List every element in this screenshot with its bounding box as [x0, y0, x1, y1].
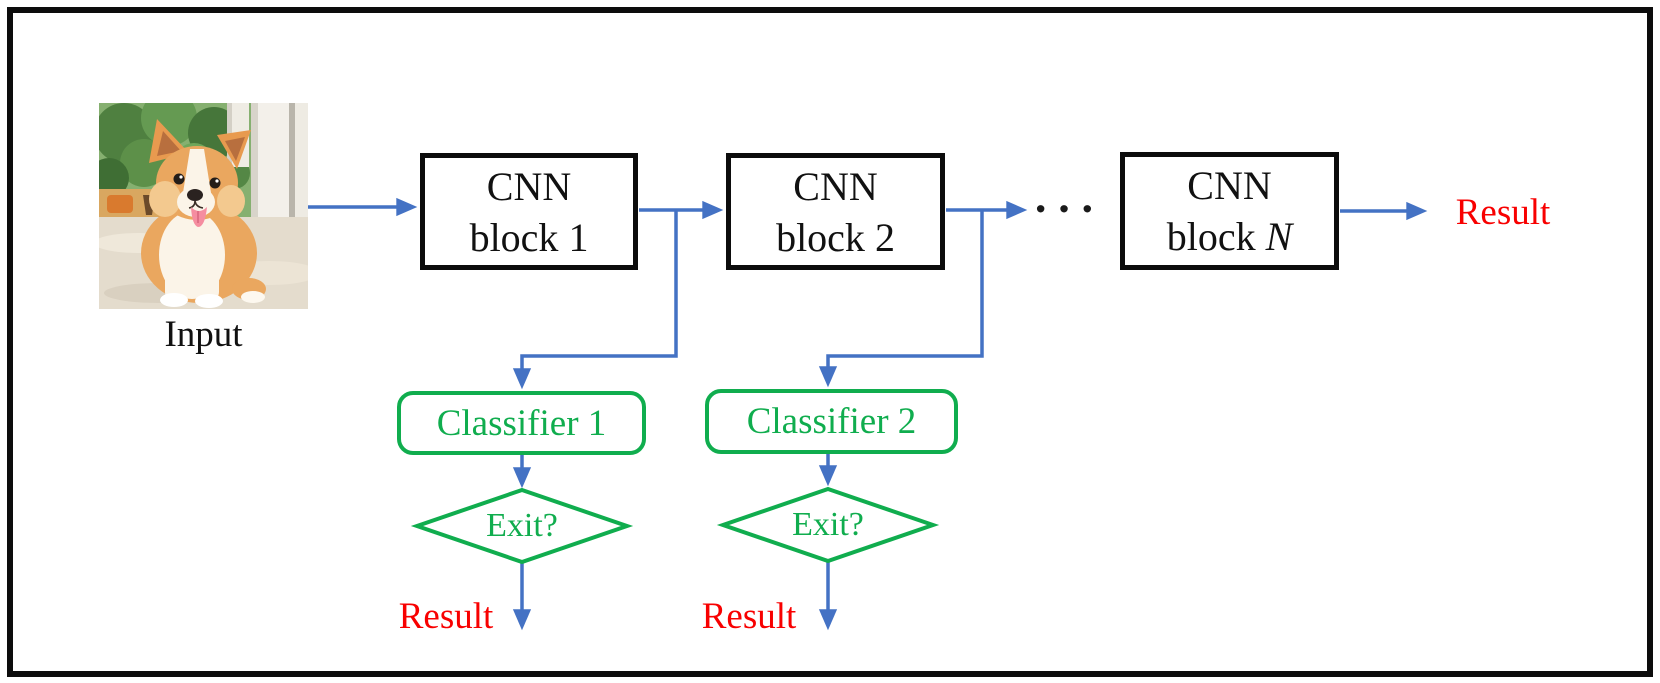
exit-1-result-label: Result — [398, 596, 494, 637]
cnn-block-1-line2: block 1 — [469, 214, 589, 260]
cnn-block-n: CNN block N — [1120, 152, 1339, 270]
cnn-block-n-line2: block N — [1166, 214, 1293, 259]
input-label: Input — [164, 314, 243, 355]
cnn-block-1-line1: CNN — [486, 163, 572, 209]
classifier-1-label: Classifier 1 — [436, 402, 607, 444]
final-result-label: Result — [1455, 192, 1551, 233]
cnn-block-2-line2: block 2 — [776, 214, 895, 260]
exit-2-label: Exit? — [792, 506, 864, 543]
cnn-block-2: CNN block 2 — [726, 153, 945, 270]
classifier-2-box: Classifier 2 — [705, 389, 958, 454]
classifier-1-box: Classifier 1 — [397, 391, 646, 455]
cnn-block-n-line1: CNN — [1187, 163, 1272, 208]
ellipsis-dots: ··· — [1032, 183, 1104, 234]
cnn-block-2-line1: CNN — [793, 163, 878, 209]
exit-2-result-label: Result — [701, 596, 797, 637]
exit-1-label: Exit? — [486, 507, 558, 544]
cnn-block-1: CNN block 1 — [420, 153, 638, 270]
input-image — [99, 103, 308, 309]
classifier-2-label: Classifier 2 — [746, 401, 917, 442]
exit-1-diamond — [410, 487, 634, 565]
exit-2-diamond — [716, 486, 940, 564]
